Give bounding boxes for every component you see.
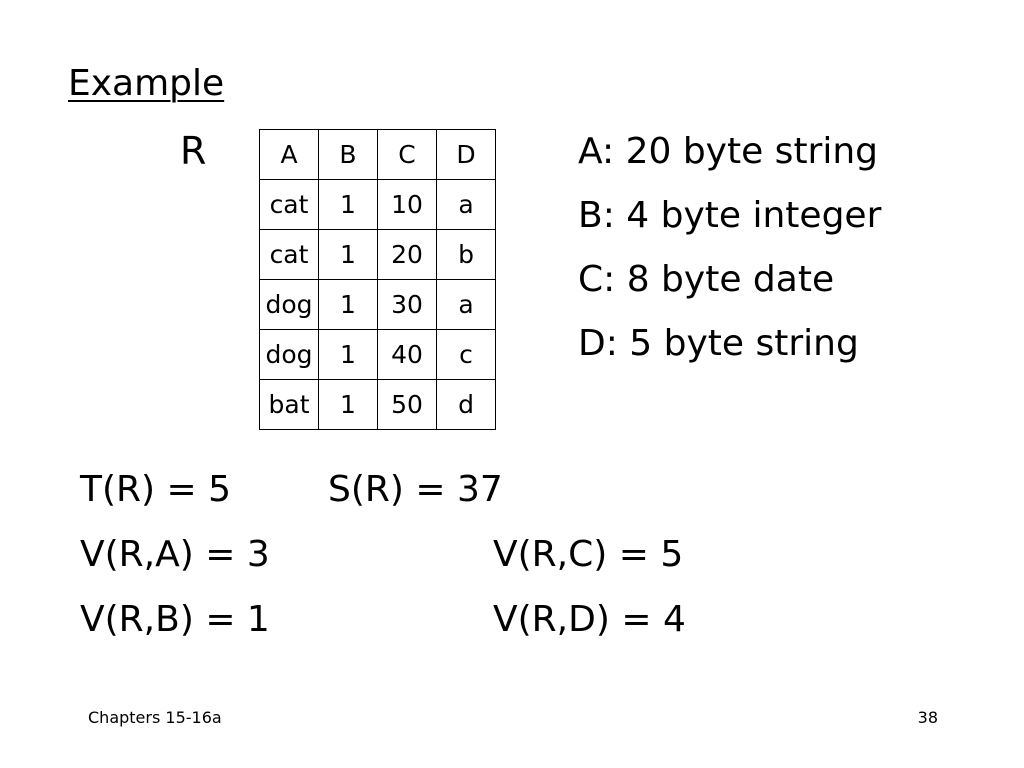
table-cell: cat bbox=[259, 179, 319, 230]
attribute-size-c: C: 8 byte date bbox=[578, 259, 835, 300]
table-cell: cat bbox=[259, 229, 319, 280]
table-cell: a bbox=[436, 279, 496, 330]
table-cell: 1 bbox=[318, 279, 378, 330]
table-cell: c bbox=[436, 329, 496, 380]
table-cell: 30 bbox=[377, 279, 437, 330]
attribute-size-a: A: 20 byte string bbox=[578, 131, 879, 172]
table-cell: 1 bbox=[318, 179, 378, 230]
column-header-a: A bbox=[259, 129, 319, 180]
attribute-size-b: B: 4 byte integer bbox=[578, 195, 882, 236]
table-header-row: A B C D bbox=[259, 129, 496, 180]
table-cell: 10 bbox=[377, 179, 437, 230]
table-row: dog 1 40 c bbox=[259, 329, 496, 380]
table-cell: a bbox=[436, 179, 496, 230]
attribute-size-list: A: 20 byte string B: 4 byte integer C: 8… bbox=[578, 124, 881, 380]
page-number: 38 bbox=[917, 708, 938, 727]
table-cell: dog bbox=[259, 279, 319, 330]
table-cell: 1 bbox=[318, 329, 378, 380]
stat-t-r: T(R) = 5 bbox=[80, 469, 232, 510]
attribute-size-d: D: 5 byte string bbox=[578, 323, 859, 364]
table-row: cat 1 20 b bbox=[259, 229, 496, 280]
table-row: dog 1 30 a bbox=[259, 279, 496, 330]
table-cell: 1 bbox=[318, 379, 378, 430]
table-cell: d bbox=[436, 379, 496, 430]
relation-table: A B C D cat 1 10 a cat 1 20 b dog 1 30 a… bbox=[259, 129, 496, 430]
table-cell: 50 bbox=[377, 379, 437, 430]
table-cell: 20 bbox=[377, 229, 437, 280]
stat-v-r-c: V(R,C) = 5 bbox=[493, 534, 684, 575]
table-cell: 40 bbox=[377, 329, 437, 380]
column-header-d: D bbox=[436, 129, 496, 180]
table-cell: b bbox=[436, 229, 496, 280]
table-cell: bat bbox=[259, 379, 319, 430]
stat-s-r: S(R) = 37 bbox=[328, 469, 503, 510]
column-header-c: C bbox=[377, 129, 437, 180]
table-cell: dog bbox=[259, 329, 319, 380]
stat-v-r-d: V(R,D) = 4 bbox=[493, 599, 686, 640]
footer-chapter-label: Chapters 15-16a bbox=[88, 708, 222, 727]
table-row: bat 1 50 d bbox=[259, 379, 496, 430]
stat-v-r-a: V(R,A) = 3 bbox=[80, 534, 270, 575]
stat-v-r-b: V(R,B) = 1 bbox=[80, 599, 270, 640]
column-header-b: B bbox=[318, 129, 378, 180]
relation-name: R bbox=[180, 129, 207, 173]
table-cell: 1 bbox=[318, 229, 378, 280]
table-row: cat 1 10 a bbox=[259, 179, 496, 230]
slide-title: Example bbox=[68, 63, 225, 104]
